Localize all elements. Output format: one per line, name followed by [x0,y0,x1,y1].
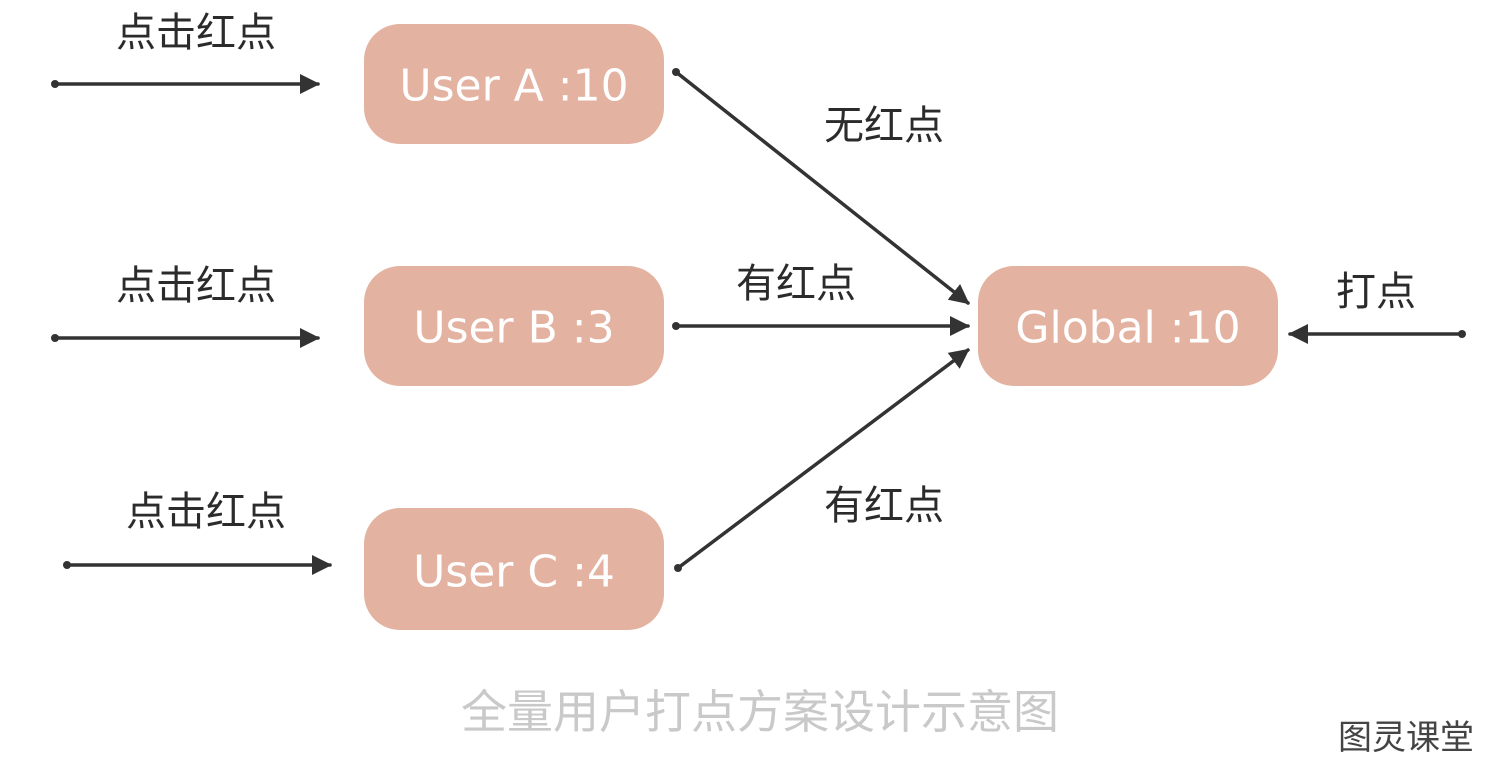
edge-label-ping-global: 打点 [1336,269,1416,315]
click-label-b: 点击红点 [116,263,276,309]
edge-c-to-global [674,348,970,572]
node-user-c: User C :4 [364,508,664,630]
edge-label-c-to-global: 有红点 [824,483,944,529]
edge-label-b-to-global: 有红点 [736,261,856,307]
edge-ping-global [1288,324,1466,344]
node-user-c-label: User C :4 [413,547,615,598]
edge-a-to-global [672,68,970,305]
node-global: Global :10 [978,266,1278,386]
node-user-a: User A :10 [364,24,664,144]
watermark-text: 图灵课堂 [1338,718,1474,758]
diagram-caption: 全量用户打点方案设计示意图 [461,685,1059,739]
node-user-b-label: User B :3 [413,303,614,354]
click-arrow-c [63,555,332,575]
node-global-label: Global :10 [1015,303,1240,354]
node-user-b: User B :3 [364,266,664,386]
click-arrow-a [51,74,320,94]
node-user-a-label: User A :10 [399,61,628,112]
click-label-c: 点击红点 [126,489,286,535]
edge-label-a-to-global: 无红点 [824,103,944,149]
click-arrow-b [51,328,320,348]
click-label-a: 点击红点 [116,10,276,56]
edge-b-to-global [672,316,970,336]
